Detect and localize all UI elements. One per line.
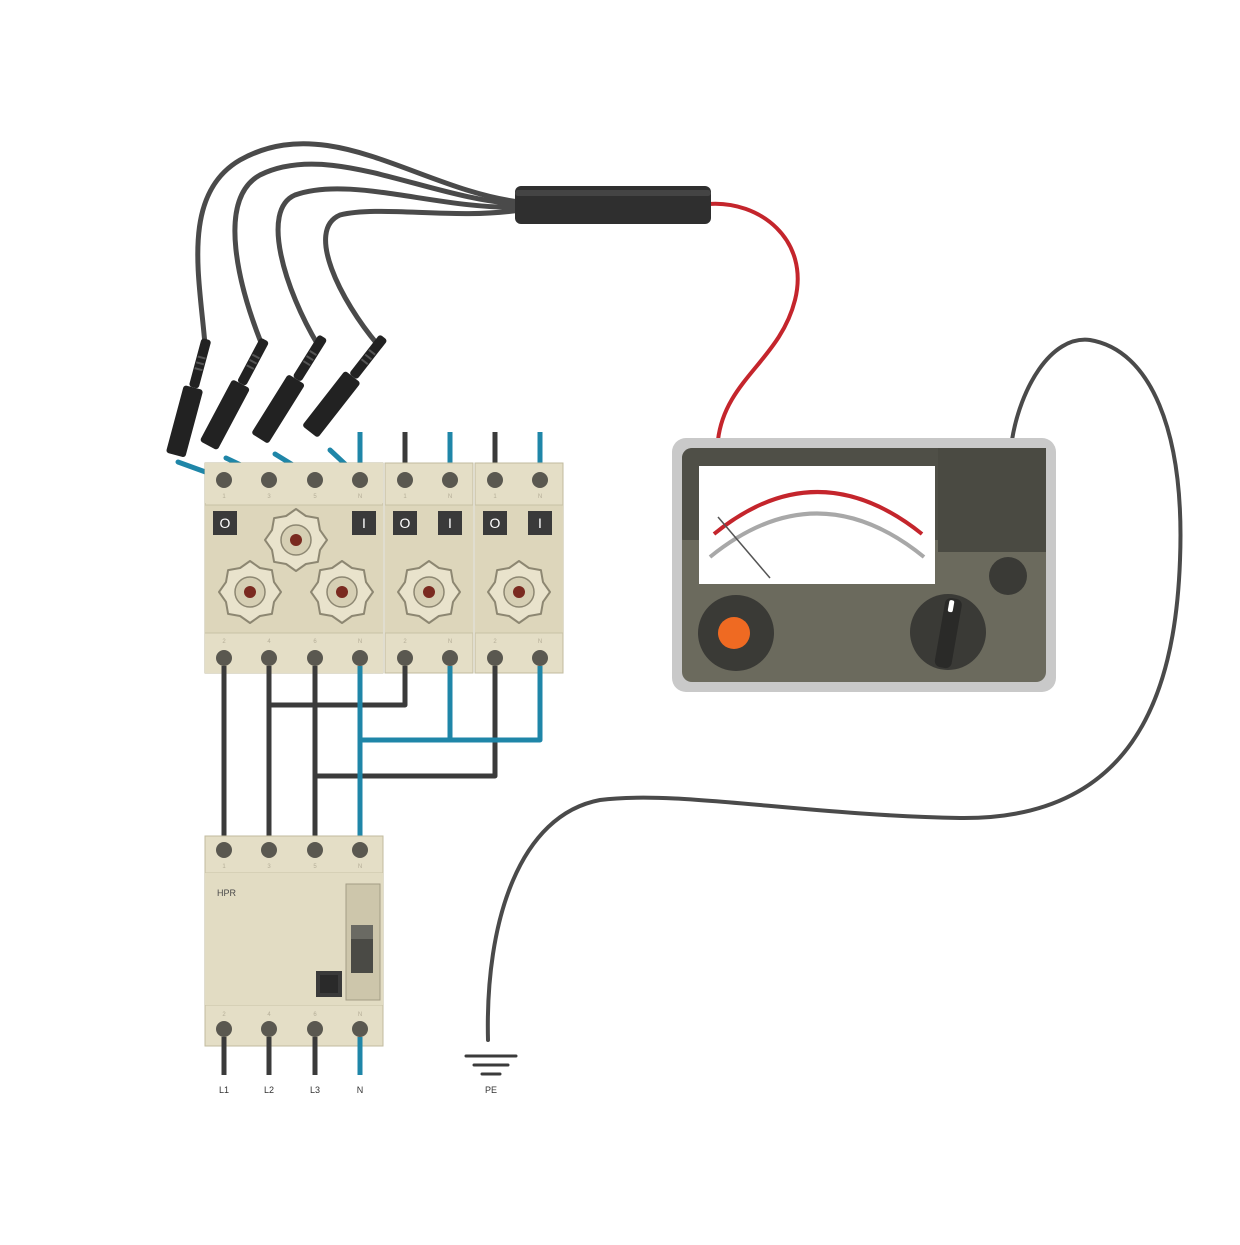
- distribution-wiring: [221, 666, 543, 842]
- svg-text:I: I: [362, 515, 366, 531]
- svg-text:2: 2: [222, 1012, 226, 1018]
- terminal-labels-bottom: 2 4 6 N 2 N 2 N: [222, 639, 542, 645]
- svg-text:5: 5: [313, 494, 317, 500]
- adjustment-knob[interactable]: [264, 508, 328, 572]
- off-indicator: [393, 511, 417, 535]
- ground-icon: [464, 1054, 518, 1076]
- on-indicator: [438, 511, 462, 535]
- adjustment-knob[interactable]: [310, 560, 374, 624]
- adjustment-knobs: [218, 508, 551, 624]
- svg-text:2: 2: [222, 639, 226, 645]
- svg-text:I: I: [538, 515, 542, 531]
- meter-dial-window: [699, 466, 935, 584]
- label-l1: L1: [219, 1085, 229, 1095]
- svg-text:1: 1: [493, 494, 497, 500]
- svg-text:N: N: [538, 494, 542, 500]
- terminal-labels-top: 1 3 5 N 1 N 1 N: [222, 494, 542, 500]
- dial-needle: [717, 516, 771, 579]
- analog-meter-icon: [672, 438, 1056, 692]
- rcd-label: HPR: [217, 888, 237, 898]
- rotary-knob-icon[interactable]: [910, 594, 986, 670]
- supply-labels: L1 L2 L3 N: [219, 1085, 363, 1095]
- test-probe-icon: [303, 335, 387, 437]
- svg-text:O: O: [400, 515, 411, 531]
- dial-scale-red: [712, 490, 924, 536]
- svg-text:2: 2: [403, 639, 407, 645]
- test-probe-icon: [252, 335, 327, 443]
- rcd-device: HPR 1 3 5 N 2 4 6 N: [204, 835, 384, 1047]
- test-lead-1: [195, 141, 523, 348]
- svg-text:N: N: [448, 494, 452, 500]
- svg-text:1: 1: [222, 494, 226, 500]
- label-l2: L2: [264, 1085, 274, 1095]
- test-lead-4: [323, 207, 523, 348]
- svg-text:2: 2: [493, 639, 497, 645]
- switch-indicators: O I O I O I: [213, 511, 552, 535]
- test-lead-bundle: [195, 141, 523, 348]
- label-pe: PE: [485, 1085, 497, 1095]
- svg-text:N: N: [538, 639, 542, 645]
- svg-text:N: N: [358, 494, 362, 500]
- svg-text:5: 5: [313, 864, 317, 870]
- adjustment-knob[interactable]: [218, 560, 282, 624]
- rcd-terminal-labels-bottom: 2 4 6 N: [222, 1012, 362, 1018]
- svg-text:1: 1: [222, 864, 226, 870]
- on-indicator: [528, 511, 552, 535]
- breaker-panel: 1 3 5 N 1 N 1 N 2 4 6 N 2 N 2 N O I O: [204, 462, 564, 674]
- svg-text:4: 4: [267, 639, 271, 645]
- supply-wires: [221, 1037, 363, 1075]
- rcd-bottom-terminals: [216, 1021, 368, 1037]
- earth-lead: [485, 337, 1183, 1042]
- label-n: N: [357, 1085, 364, 1095]
- test-lead-2: [232, 161, 523, 348]
- rcd-terminal-labels-top: 1 3 5 N: [222, 864, 362, 870]
- adjustment-knob[interactable]: [397, 560, 461, 624]
- adjustment-knob[interactable]: [487, 560, 551, 624]
- svg-text:3: 3: [267, 864, 271, 870]
- svg-text:N: N: [358, 864, 362, 870]
- svg-text:N: N: [358, 1012, 362, 1018]
- svg-text:O: O: [490, 515, 501, 531]
- top-wires: [357, 432, 543, 468]
- top-terminals: [216, 472, 548, 488]
- svg-text:O: O: [220, 515, 231, 531]
- test-probes: [166, 335, 387, 458]
- test-probe-icon: [166, 338, 211, 458]
- probe-red-lead: [706, 201, 800, 442]
- off-indicator: [483, 511, 507, 535]
- test-probe-icon: [200, 338, 269, 450]
- svg-text:4: 4: [267, 1012, 271, 1018]
- bottom-terminals: [216, 650, 548, 666]
- svg-text:6: 6: [313, 639, 317, 645]
- svg-text:6: 6: [313, 1012, 317, 1018]
- on-indicator: [352, 511, 376, 535]
- svg-text:3: 3: [267, 494, 271, 500]
- svg-text:N: N: [448, 639, 452, 645]
- test-lead-3: [275, 186, 523, 348]
- svg-text:1: 1: [403, 494, 407, 500]
- rcd-top-terminals: [216, 842, 368, 858]
- off-indicator: [213, 511, 237, 535]
- meter-small-button[interactable]: [989, 557, 1027, 595]
- svg-text:I: I: [448, 515, 452, 531]
- label-l3: L3: [310, 1085, 320, 1095]
- svg-text:N: N: [358, 639, 362, 645]
